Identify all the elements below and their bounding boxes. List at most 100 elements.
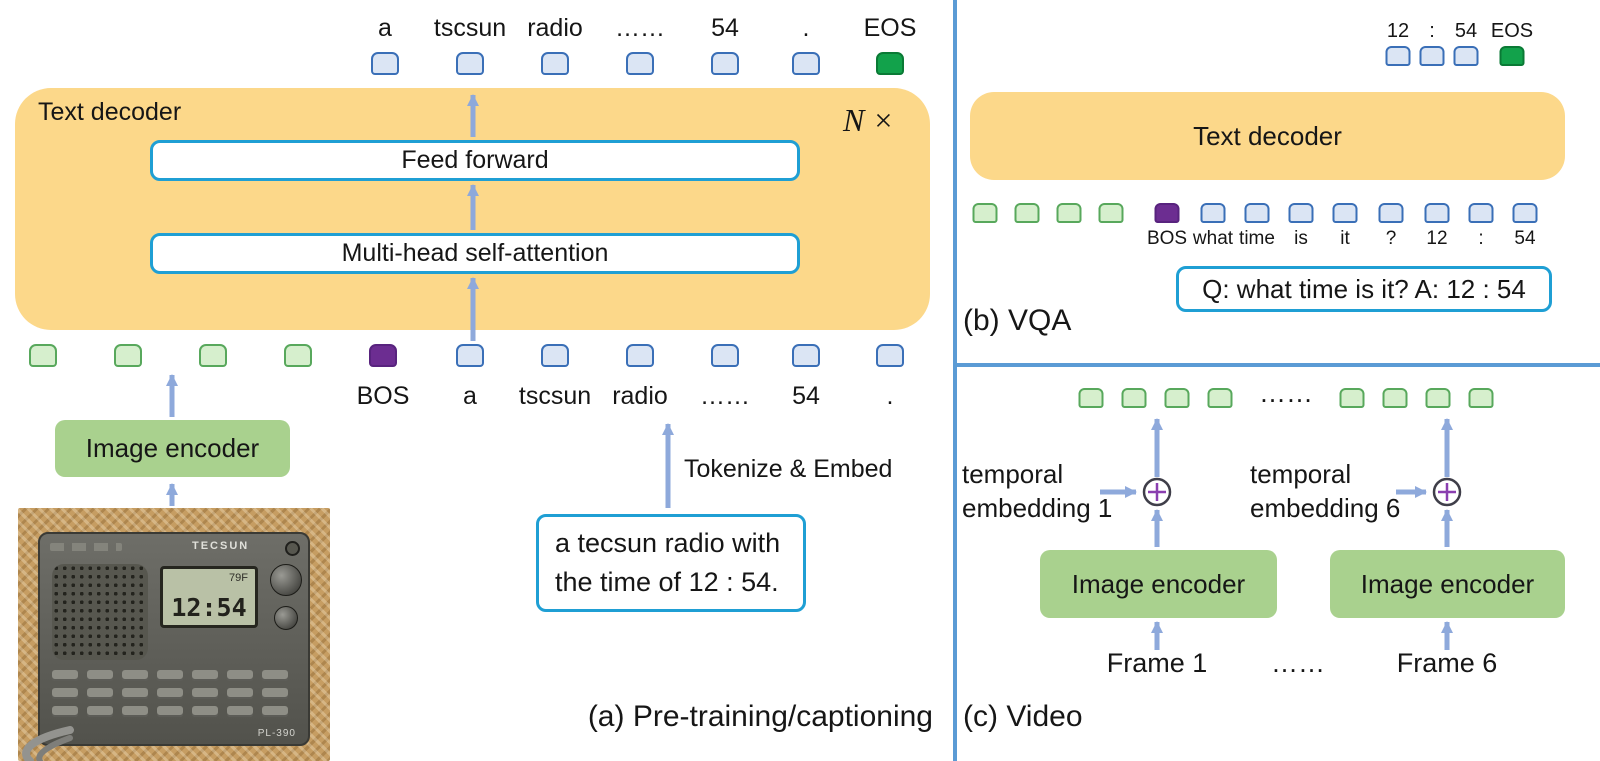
panel-a-caption: (a) Pre-training/captioning	[587, 700, 933, 733]
input-token-label: 54	[792, 382, 820, 410]
token-ellipsis: ……	[1259, 378, 1313, 408]
self-attention-label: Multi-head self-attention	[341, 239, 609, 267]
radio-key	[157, 670, 183, 681]
radio-key	[192, 670, 218, 681]
radio-key	[227, 670, 253, 681]
radio-key	[192, 706, 218, 717]
text-token	[792, 52, 820, 75]
bos-token	[369, 344, 397, 367]
text-token	[1244, 203, 1270, 223]
vertical-divider	[953, 0, 957, 761]
feed-forward-block: Feed forward	[150, 140, 800, 181]
output-token-label: .	[802, 14, 810, 42]
text-token	[876, 344, 904, 367]
input-token-label: it	[1340, 228, 1350, 249]
repeat-n-label: N ×	[843, 102, 894, 138]
input-token-label: .	[886, 382, 894, 410]
qa-text-box: Q: what time is it? A: 12 : 54	[1176, 266, 1552, 312]
image-encoder-a: Image encoder	[55, 420, 290, 477]
text-token	[541, 52, 569, 75]
radio-key	[262, 670, 288, 681]
input-token-label: tscsun	[518, 382, 592, 410]
output-token-label: EOS	[1490, 20, 1534, 42]
text-token	[711, 52, 739, 75]
radio-top-buttons	[50, 543, 122, 551]
radio-lcd-time: 12:54	[171, 593, 247, 622]
frame-token	[1425, 388, 1451, 408]
temporal-line: embedding 6	[1250, 492, 1401, 523]
image-encoder-frame1: Image encoder	[1040, 550, 1277, 618]
input-token-label: 12	[1426, 228, 1448, 249]
radio-key	[122, 688, 148, 699]
self-attention-block: Multi-head self-attention	[150, 233, 800, 274]
radio-volume-knob	[274, 606, 298, 630]
text-token	[1385, 46, 1411, 66]
temporal-embedding-6-label: temporal embedding 6	[1250, 458, 1400, 526]
input-token-label: :	[1478, 228, 1484, 249]
radio-key	[192, 688, 218, 699]
text-token	[456, 344, 484, 367]
text-token	[792, 344, 820, 367]
radio-key	[52, 688, 78, 699]
output-token-label: tscsun	[433, 14, 507, 42]
text-token	[626, 52, 654, 75]
text-decoder-b: Text decoder	[970, 92, 1565, 180]
output-token-label: ……	[615, 14, 665, 42]
radio-key	[227, 688, 253, 699]
text-token	[1378, 203, 1404, 223]
input-token-label: ……	[700, 382, 750, 410]
image-token	[1098, 203, 1124, 223]
radio-key	[87, 688, 113, 699]
radio-key	[262, 706, 288, 717]
input-token-label: a	[463, 382, 477, 410]
panel-b-caption: (b) VQA	[963, 304, 1072, 337]
radio-key	[157, 706, 183, 717]
radio-strap	[22, 726, 74, 761]
text-token	[1419, 46, 1445, 66]
input-token-label: BOS	[1146, 228, 1188, 249]
input-token-label: is	[1294, 228, 1308, 249]
caption-text-line: the time of 12 : 54.	[555, 567, 779, 597]
frame-token	[1164, 388, 1190, 408]
input-token-label: radio	[612, 382, 668, 410]
radio-key	[87, 670, 113, 681]
radio-key	[87, 706, 113, 717]
feed-forward-label: Feed forward	[401, 146, 549, 174]
output-token-label: a	[378, 14, 392, 42]
eos-token	[1499, 46, 1525, 66]
input-token-label: what	[1192, 228, 1234, 249]
add-operator-1-icon	[1142, 477, 1172, 507]
panel-c-caption: (c) Video	[963, 700, 1083, 733]
input-token-label: ?	[1385, 228, 1397, 249]
frame-token	[1339, 388, 1365, 408]
radio-speaker	[52, 564, 148, 660]
frame-token	[1207, 388, 1233, 408]
output-token-label: radio	[527, 14, 583, 42]
output-token-label: :	[1429, 20, 1435, 42]
eos-token	[876, 52, 904, 75]
radio-brand: TECSUN	[192, 540, 250, 552]
horizontal-divider	[957, 363, 1600, 367]
radio-key	[52, 670, 78, 681]
add-operator-6-icon	[1432, 477, 1462, 507]
frame-6-label: Frame 6	[1396, 648, 1498, 678]
frame-token	[1468, 388, 1494, 408]
input-token-label: BOS	[356, 382, 410, 410]
temporal-embedding-1-label: temporal embedding 1	[962, 458, 1112, 526]
radio-key	[157, 688, 183, 699]
image-encoder-frame6: Image encoder	[1330, 550, 1565, 618]
radio-lcd: 79F 12:54	[160, 566, 258, 628]
frame-token	[1121, 388, 1147, 408]
text-token	[711, 344, 739, 367]
image-encoder-frame6-label: Image encoder	[1360, 568, 1535, 599]
radio-key	[122, 706, 148, 717]
caption-text-line: a tecsun radio with	[555, 527, 781, 558]
input-token-label: time	[1239, 228, 1275, 249]
radio-keypad	[52, 670, 304, 728]
radio-lcd-temperature: 79F	[229, 572, 248, 584]
text-token	[1332, 203, 1358, 223]
image-encoder-a-label: Image encoder	[85, 433, 260, 463]
output-token-label: EOS	[863, 14, 917, 42]
image-encoder-frame1-label: Image encoder	[1071, 568, 1246, 599]
